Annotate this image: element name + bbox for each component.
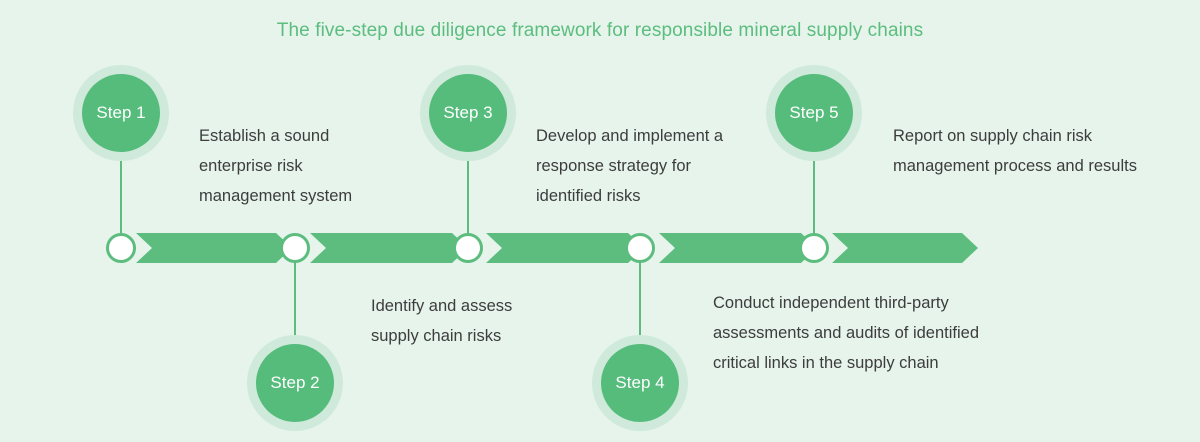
step-description-5: Report on supply chain risk management p… — [893, 127, 1137, 175]
timeline-chevron-2 — [310, 233, 468, 263]
step-description-1: Establish a sound enterprise risk manage… — [199, 127, 353, 205]
timeline-chevron-5 — [832, 233, 978, 263]
step-label-1: Step 1 — [82, 74, 160, 152]
step-description-4: Conduct independent third-party assessme… — [713, 294, 979, 372]
timeline-chevron-4 — [659, 233, 817, 263]
step-marker-5[interactable]: Step 5 — [766, 65, 862, 161]
timeline-chevron-1 — [136, 233, 292, 263]
connector-stem-1 — [120, 156, 122, 234]
connector-stem-3 — [467, 156, 469, 234]
step-marker-1[interactable]: Step 1 — [73, 65, 169, 161]
timeline-track — [0, 228, 1200, 268]
page-title: The five-step due diligence framework fo… — [276, 20, 924, 41]
connector-stem-2 — [294, 260, 296, 336]
timeline-chevron-3 — [486, 233, 644, 263]
timeline-node-4 — [625, 233, 655, 263]
timeline-node-5 — [799, 233, 829, 263]
step-label-5: Step 5 — [775, 74, 853, 152]
step-label-4: Step 4 — [601, 344, 679, 422]
step-marker-2[interactable]: Step 2 — [247, 335, 343, 431]
step-description-3: Develop and implement a response strateg… — [536, 127, 724, 205]
timeline-node-1 — [106, 233, 136, 263]
step-description-2: Identify and assess supply chain risks — [371, 297, 513, 345]
timeline-node-3 — [453, 233, 483, 263]
connector-stem-5 — [813, 156, 815, 234]
step-marker-4[interactable]: Step 4 — [592, 335, 688, 431]
step-label-2: Step 2 — [256, 344, 334, 422]
step-label-3: Step 3 — [429, 74, 507, 152]
connector-stem-4 — [639, 260, 641, 336]
timeline-node-2 — [280, 233, 310, 263]
step-marker-3[interactable]: Step 3 — [420, 65, 516, 161]
